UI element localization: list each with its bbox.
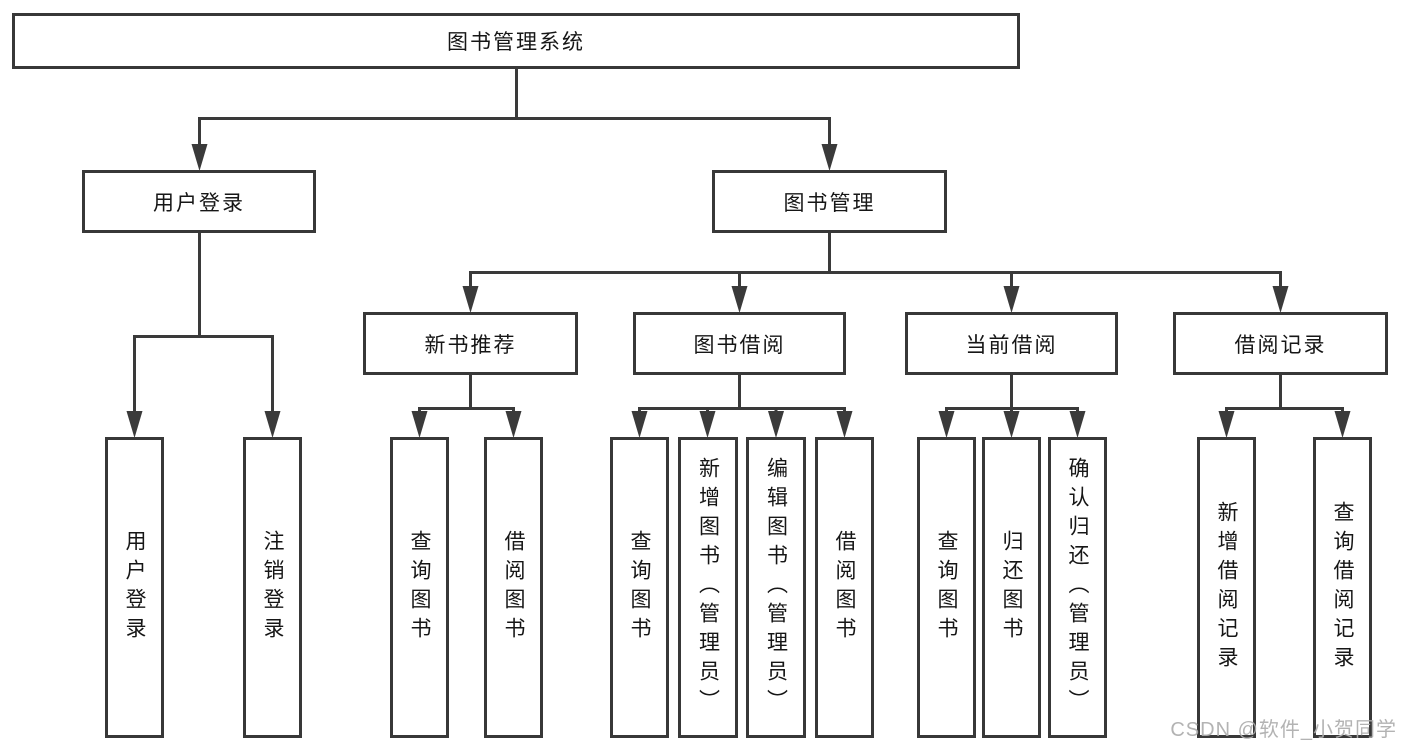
arrowhead: [126, 411, 143, 438]
node-label: 借阅图书: [833, 529, 856, 646]
node-label: 新增借阅记录: [1215, 500, 1238, 675]
arrowhead: [1218, 411, 1235, 438]
leaf-add-book-admin: 新增图书（管理员）: [678, 437, 738, 738]
leaf-query-borrow-record: 查询借阅记录: [1313, 437, 1372, 738]
node-label: 借阅图书: [502, 529, 525, 646]
leaf-borrow-book-recommend: 借阅图书: [484, 437, 543, 738]
leaf-query-book-current: 查询图书: [917, 437, 976, 738]
edge-root-to-level2: [198, 69, 831, 148]
csdn-watermark: CSDN @软件_小贺同学: [1170, 719, 1397, 741]
leaf-edit-book-admin: 编辑图书（管理员）: [746, 437, 806, 738]
arrowhead: [191, 144, 208, 171]
node-user-login-branch: 用户登录: [82, 170, 316, 233]
node-label: 图书管理系统: [447, 31, 585, 54]
node-new-book-recommend: 新书推荐: [363, 312, 578, 375]
arrowhead: [821, 144, 838, 171]
leaf-user-login: 用户登录: [105, 437, 164, 738]
arrowhead: [699, 411, 716, 438]
node-label: 确认归还（管理员）: [1066, 457, 1089, 718]
node-book-borrow: 图书借阅: [633, 312, 846, 375]
arrowhead: [1272, 286, 1289, 313]
node-label: 查询图书: [628, 529, 651, 646]
node-label: 新增图书（管理员）: [696, 457, 720, 718]
arrowhead: [631, 411, 648, 438]
leaf-query-book-recommend: 查询图书: [390, 437, 449, 738]
arrowhead: [505, 411, 522, 438]
node-label: 新书推荐: [424, 333, 517, 357]
arrowhead: [836, 411, 853, 438]
leaf-confirm-return-admin: 确认归还（管理员）: [1048, 437, 1107, 738]
node-label: 图书管理: [783, 191, 876, 215]
edge-borrow-to-leaves: [638, 375, 846, 417]
node-label: 用户登录: [153, 191, 245, 215]
arrowheads: [126, 144, 1351, 438]
connector-paths: [133, 69, 1344, 417]
edge-records-to-leaves: [1225, 375, 1344, 417]
node-library-system: 图书管理系统: [12, 13, 1020, 69]
arrowhead: [1003, 411, 1020, 438]
node-label: 当前借阅: [965, 333, 1058, 357]
node-label: 查询借阅记录: [1331, 500, 1354, 675]
node-label: 归还图书: [1000, 529, 1023, 646]
arrowhead: [731, 286, 748, 313]
node-book-management: 图书管理: [712, 170, 947, 233]
leaf-return-book: 归还图书: [982, 437, 1041, 738]
arrowhead: [411, 411, 428, 438]
arrowhead: [768, 411, 784, 438]
leaf-add-borrow-record: 新增借阅记录: [1197, 437, 1256, 738]
node-label: 编辑图书（管理员）: [764, 457, 788, 718]
edge-current-to-leaves: [945, 375, 1079, 417]
node-borrow-records: 借阅记录: [1173, 312, 1388, 375]
arrowhead: [938, 411, 955, 438]
leaf-borrow-book: 借阅图书: [815, 437, 874, 738]
node-label: 查询图书: [935, 529, 958, 646]
node-label: 注销登录: [261, 529, 284, 646]
arrowhead: [462, 286, 479, 313]
edge-bookmgmt-to-level3: [469, 233, 1282, 291]
edge-newbook-to-leaves: [418, 375, 515, 417]
arrowhead: [264, 411, 281, 438]
node-label: 借阅记录: [1234, 333, 1327, 357]
node-label: 查询图书: [408, 529, 431, 646]
arrowhead: [1334, 411, 1351, 438]
leaf-logout: 注销登录: [243, 437, 302, 738]
arrowhead: [1003, 286, 1020, 313]
edge-userlogin-to-leaves: [133, 233, 274, 416]
leaf-query-book-borrow: 查询图书: [610, 437, 669, 738]
node-current-borrow: 当前借阅: [905, 312, 1118, 375]
arrowhead: [1069, 411, 1086, 438]
node-label: 图书借阅: [693, 333, 786, 357]
node-label: 用户登录: [123, 529, 146, 646]
